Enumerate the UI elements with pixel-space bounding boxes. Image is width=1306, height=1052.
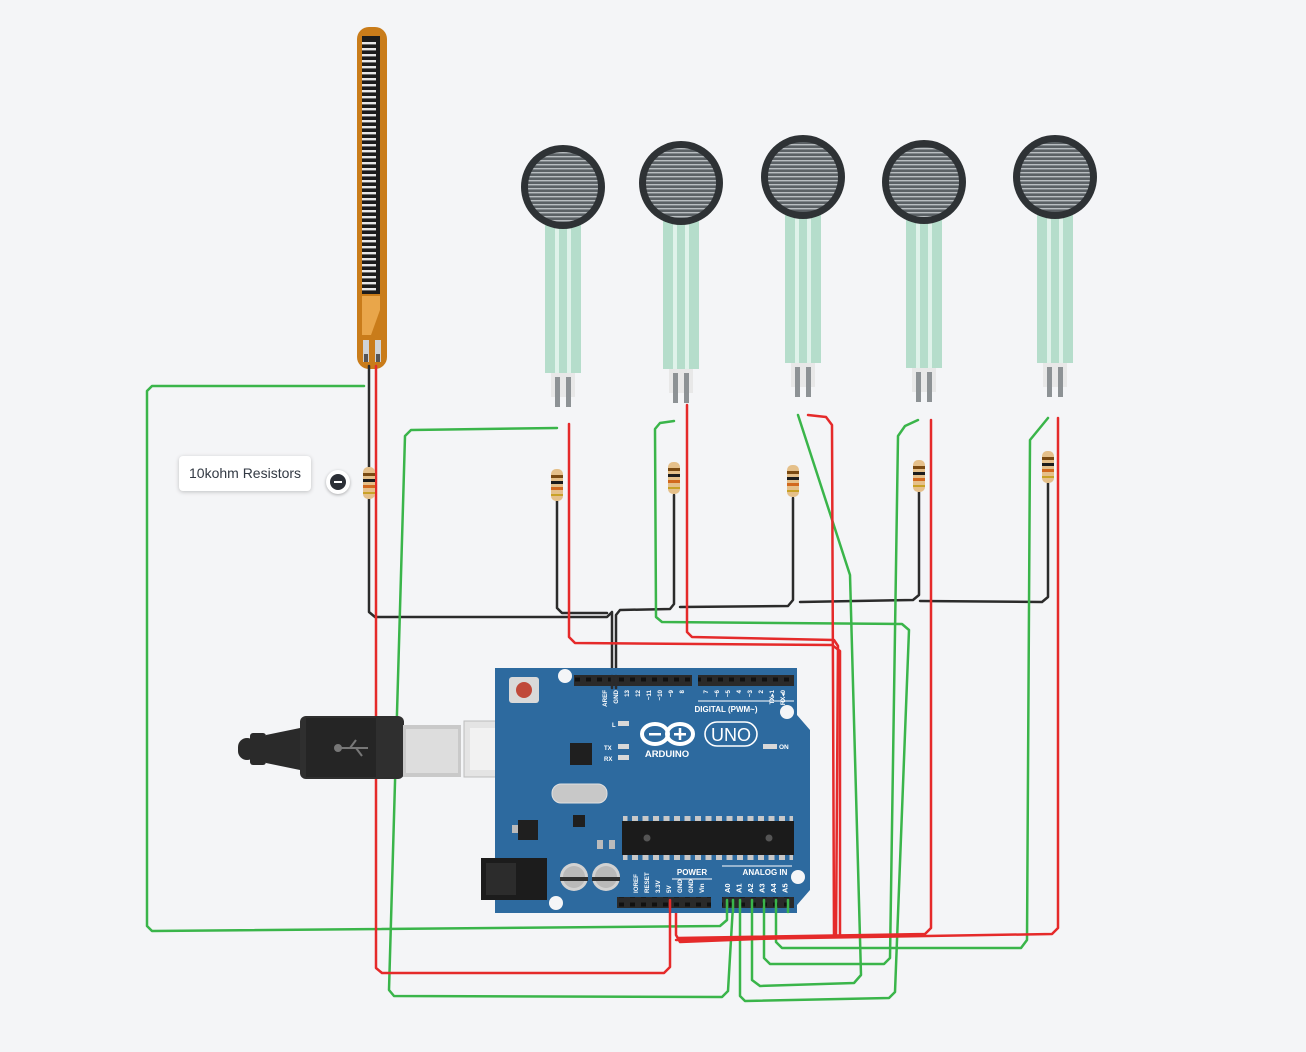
analog-pin-label-3: A3	[758, 883, 767, 893]
digital-pin-label-4: ~11	[646, 689, 653, 700]
force-sensor-5[interactable]	[1013, 135, 1097, 397]
digital-pin-label-2: 13	[624, 689, 631, 696]
svg-text:ON: ON	[779, 744, 789, 751]
model-text: UNO	[711, 725, 751, 745]
wire-power	[374, 364, 1060, 975]
force-sensor-2[interactable]	[639, 141, 723, 403]
power-pin-label-0: IOREF	[633, 874, 640, 893]
svg-text:RX: RX	[604, 757, 612, 763]
digital-pin-label-1: GND	[613, 689, 620, 703]
power-pin-label-5: GND	[688, 879, 695, 893]
digital-pin-label-8: 7	[703, 689, 710, 693]
resistor-5[interactable]	[913, 460, 925, 492]
digital-pin-label-15: RX◂0	[780, 689, 787, 705]
analog-label: ANALOG IN	[743, 868, 788, 877]
force-sensor-1[interactable]	[521, 145, 605, 407]
svg-text:TX: TX	[604, 746, 612, 752]
analog-pin-label-4: A4	[769, 883, 778, 893]
digital-pin-label-9: ~6	[714, 689, 721, 697]
digital-label: DIGITAL (PWM~)	[694, 705, 757, 714]
power-pin-label-3: 5V	[666, 885, 673, 893]
power-header[interactable]	[617, 897, 711, 908]
svg-text:L: L	[612, 723, 616, 729]
analog-header[interactable]	[722, 897, 794, 908]
wire-signal	[145, 384, 1050, 1003]
resistor-annotation-label: 10kohm Resistors	[179, 456, 312, 491]
power-label: POWER	[677, 868, 707, 877]
usb-icon	[334, 739, 368, 757]
dc-power-jack[interactable]	[481, 858, 547, 900]
power-pin-label-4: GND	[677, 879, 684, 893]
atmega-chip	[622, 816, 794, 860]
capacitors	[560, 863, 620, 891]
logo-text: ARDUINO	[645, 749, 689, 760]
digital-pin-label-11: 4	[736, 689, 743, 693]
voltage-regulator	[518, 820, 538, 840]
crystal-oscillator	[551, 783, 608, 804]
analog-pin-label-1: A1	[735, 883, 744, 893]
reset-button[interactable]	[509, 677, 539, 703]
arduino-uno-board[interactable]: AREF GND 13 12 ~11 ~10 ~9 8 7 ~6 ~5 4 ~3 2 TX▸1 RX◂0 DI…	[481, 668, 810, 913]
wire-ground	[367, 364, 1050, 684]
power-pin-label-2: 3.3V	[655, 879, 662, 893]
digital-pin-label-3: 12	[635, 689, 642, 696]
flex-sensor[interactable]	[357, 27, 387, 369]
digital-pin-label-10: ~5	[725, 689, 732, 697]
resistor-6[interactable]	[1042, 451, 1054, 483]
force-sensor-4[interactable]	[882, 140, 966, 402]
resistor-4[interactable]	[787, 465, 799, 497]
power-pin-label-1: RESET	[644, 872, 651, 893]
resistor-3[interactable]	[668, 462, 680, 494]
digital-pin-label-7: 8	[679, 689, 686, 693]
minus-circle-icon[interactable]	[326, 470, 350, 494]
force-sensor-3[interactable]	[761, 135, 845, 397]
digital-header[interactable]	[574, 675, 794, 686]
analog-pin-label-2: A2	[746, 883, 755, 893]
digital-pin-label-13: 2	[758, 689, 765, 693]
digital-pin-label-5: ~10	[657, 689, 664, 700]
digital-pin-label-6: ~9	[668, 689, 675, 697]
usb-chip	[570, 743, 592, 765]
wires[interactable]	[145, 364, 1060, 1003]
digital-pin-label-12: ~3	[747, 689, 754, 697]
resistor-1[interactable]	[363, 467, 375, 499]
power-pin-label-6: Vin	[699, 883, 706, 893]
status-leds: L TX RX ON	[604, 721, 789, 763]
digital-pin-label-14: TX▸1	[769, 689, 776, 704]
digital-pin-label-0: AREF	[602, 690, 609, 707]
analog-pin-label-0: A0	[723, 883, 732, 893]
arduino-logo: ARDUINO UNO	[640, 721, 758, 760]
analog-pin-label-5: A5	[781, 883, 790, 893]
resistor-2[interactable]	[551, 469, 563, 501]
